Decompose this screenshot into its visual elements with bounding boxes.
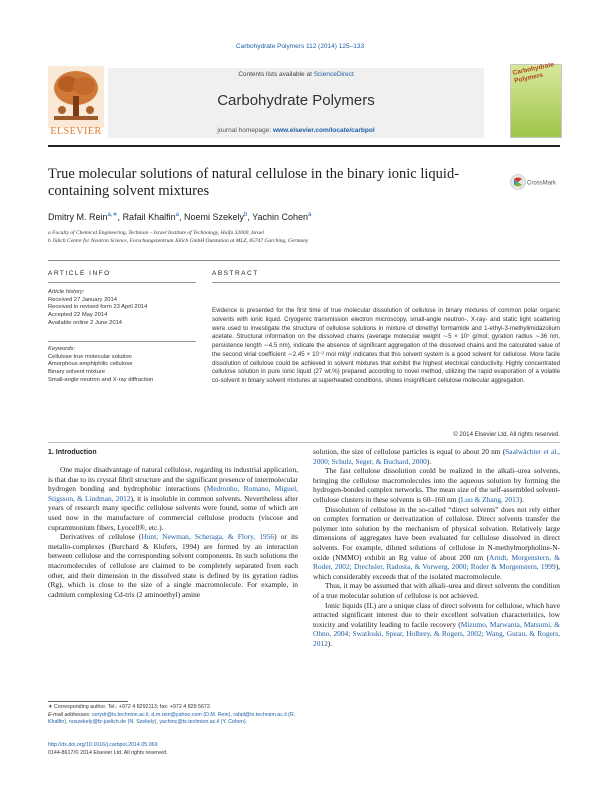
author-name[interactable]: Yachin Cohen [252, 212, 309, 222]
body-left-column: One major disadvantage of natural cellul… [48, 465, 298, 699]
paragraph: Thus, it may be assumed that with alkali… [313, 581, 560, 600]
keyword: Small-angle neutron and X-ray diffractio… [48, 376, 154, 383]
copyright: © 2014 Elsevier Ltd. All rights reserved… [453, 431, 560, 438]
keyword: Cellulose true molecular solution [48, 353, 132, 360]
journal-header-band [108, 68, 484, 138]
journal-homepage: journal homepage: www.elsevier.com/locat… [108, 127, 484, 134]
email-addresses: E-mail addresses: cerydr@tx.technion.ac.… [48, 712, 298, 726]
citation-link[interactable]: Arndt, Morgenstern, & Roder, 2002; Drech… [313, 552, 560, 572]
issn-line: 0144-8617/© 2014 Elsevier Ltd. All right… [48, 750, 168, 756]
author-name[interactable]: Noemi Szekely [183, 212, 244, 222]
keyword: Amorphous amphiphilic cellulose [48, 361, 133, 368]
paragraph: Dissolution of cellulose in the so-calle… [313, 504, 560, 581]
abstract-text: Evidence is presented for the first time… [212, 307, 560, 384]
citation-link[interactable]: Mizumo, Marwanta, Matsumi, & Ohno, 2004;… [313, 619, 560, 648]
article-title: True molecular solutions of natural cell… [48, 166, 460, 199]
section-rule [48, 260, 560, 261]
homepage-prefix: journal homepage: [217, 127, 273, 134]
author-affiliation-mark[interactable]: b [243, 212, 248, 218]
corresponding-author-note: ∗ Corresponding author. Tel.: +972 4 829… [48, 704, 212, 710]
abstract-rule [212, 282, 560, 283]
journal-cover-image [510, 64, 562, 138]
doi-link[interactable]: http://dx.doi.org/10.1016/j.carbpol.2014… [48, 742, 298, 749]
paragraph: One major disadvantage of natural cellul… [48, 465, 298, 532]
author-name[interactable]: Rafail Khalfin [122, 212, 176, 222]
history-item: Received in revised form 23 April 2014 [48, 304, 148, 311]
keywords-label: Keywords: [48, 346, 76, 352]
body-right-column: solution, the size of cellulose particle… [313, 447, 560, 749]
keywords-rule [48, 341, 196, 342]
author-list: Dmitry M. Reina,∗, Rafail Khalfina, Noem… [48, 212, 312, 222]
paragraph: solution, the size of cellulose particle… [313, 447, 560, 466]
paragraph: Ionic liquids (IL) are a unique class of… [313, 600, 560, 648]
email-links[interactable]: cerydr@tx.technion.ac.il, d.m.rein@yahoo… [48, 712, 296, 725]
email-label: E-mail addresses: [48, 712, 92, 718]
affiliation: a Faculty of Chemical Engineering, Techn… [48, 230, 264, 236]
contents-prefix: Contents lists available at [238, 71, 314, 78]
journal-title: Carbohydrate Polymers [217, 92, 375, 109]
article-history: Article history: Received 27 January 201… [48, 289, 198, 328]
publisher-name: ELSEVIER [50, 126, 102, 137]
homepage-link[interactable]: www.elsevier.com/locate/carbpol [273, 127, 375, 134]
history-item: Received 27 January 2014 [48, 296, 117, 303]
article-info-rule [48, 282, 196, 283]
history-label: Article history: [48, 289, 85, 295]
citation-link[interactable]: Saalwächter et al., 2000; Schulz, Seger,… [313, 447, 560, 466]
citation-link[interactable]: Medronho, Romano, Miguel, Stigsson, & Li… [48, 484, 298, 503]
affiliation: b Jülich Centre for Neutron Science, For… [48, 238, 309, 244]
header-rule [48, 145, 560, 147]
paragraph: Derivatives of cellulose (Hunt, Newman, … [48, 532, 298, 599]
crossmark-badge[interactable]: CrossMark [510, 172, 560, 192]
abstract-heading: ABSTRACT [212, 270, 259, 277]
keywords: Keywords: Cellulose true molecular solut… [48, 346, 198, 385]
citation-link[interactable]: Luo & Zhang, 2013 [460, 494, 520, 504]
journal-reference[interactable]: Carbohydrate Polymers 112 (2014) 125–133 [235, 43, 365, 50]
citation-link[interactable]: Hunt, Newman, Scheraga, & Flory, 1956 [141, 532, 275, 542]
keyword: Binary solvent mixture [48, 369, 106, 376]
paragraph: The fast cellulose dissolution could be … [313, 466, 560, 504]
contents-line: Contents lists available at ScienceDirec… [108, 71, 484, 78]
elsevier-tree-logo [48, 66, 104, 128]
author-affiliation-mark[interactable]: a,∗ [107, 212, 118, 218]
article-info-heading: ARTICLE INFO [48, 270, 111, 277]
author-affiliation-mark[interactable]: a [175, 212, 179, 218]
abstract-bottom-rule [48, 442, 560, 443]
author-affiliation-mark[interactable]: a [308, 212, 312, 218]
crossmark-label: CrossMark [527, 181, 557, 187]
sciencedirect-link[interactable]: ScienceDirect [313, 71, 354, 78]
history-item: Available online 2 June 2014 [48, 319, 123, 326]
section-heading: 1. Introduction [48, 449, 97, 456]
author-name[interactable]: Dmitry M. Rein [48, 212, 108, 222]
history-item: Accepted 22 May 2014 [48, 312, 108, 319]
footnote-rule [48, 701, 128, 702]
doi-url[interactable]: http://dx.doi.org/10.1016/j.carbpol.2014… [48, 742, 158, 748]
